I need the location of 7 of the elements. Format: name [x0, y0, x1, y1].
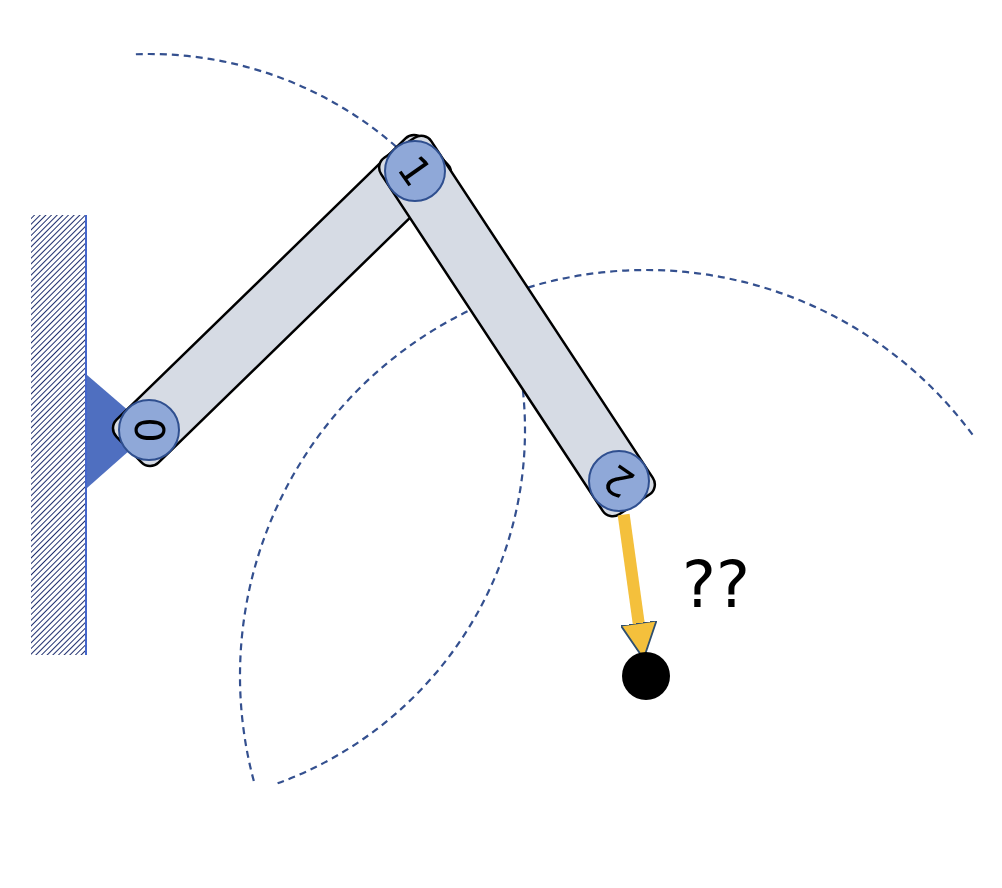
target-dot — [622, 652, 670, 700]
question-label: ?? — [682, 553, 750, 617]
joint-circle — [588, 450, 650, 512]
joint-number: 0 — [129, 417, 169, 443]
joint-circle — [118, 399, 180, 461]
joint-number: 1 — [391, 149, 439, 193]
joint-number: 2 — [597, 457, 641, 505]
